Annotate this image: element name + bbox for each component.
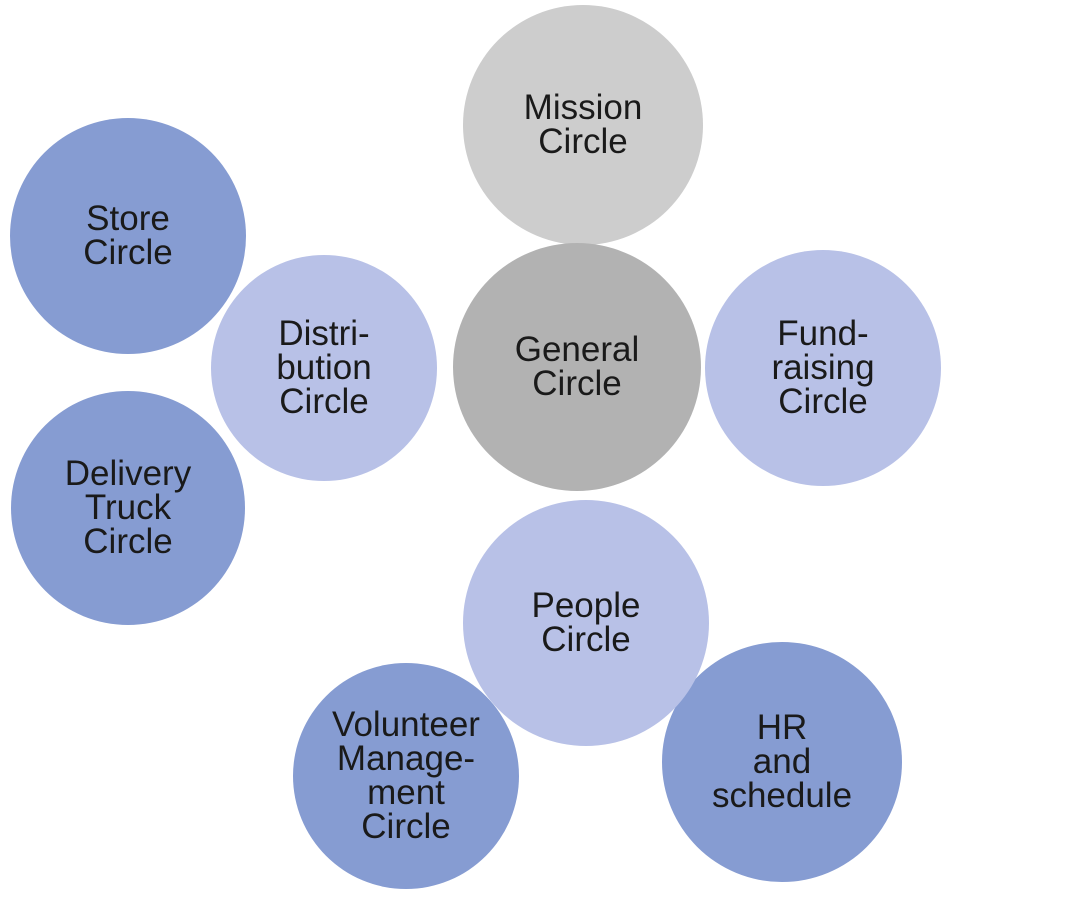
circle-volunteer-management-label: Volunteer Manage- ment Circle	[332, 705, 480, 846]
circle-distribution: Distri- bution Circle	[211, 255, 437, 481]
circle-store-label: Store Circle	[83, 199, 173, 272]
circle-general: General Circle	[453, 243, 701, 491]
circle-fundraising-label: Fund- raising Circle	[771, 314, 875, 421]
circle-general-label: General Circle	[514, 330, 640, 403]
circle-people: People Circle	[463, 500, 709, 746]
circle-delivery-truck: Delivery Truck Circle	[11, 391, 245, 625]
circle-fundraising: Fund- raising Circle	[705, 250, 941, 486]
circle-volunteer-management: Volunteer Manage- ment Circle	[293, 663, 519, 889]
circle-hr-and-schedule-label: HR and schedule	[711, 708, 853, 815]
circle-distribution-label: Distri- bution Circle	[276, 314, 372, 421]
circle-delivery-truck-label: Delivery Truck Circle	[64, 454, 192, 561]
circle-hr-and-schedule: HR and schedule	[662, 642, 902, 882]
circle-mission-label: Mission Circle	[523, 88, 643, 161]
circle-mission: Mission Circle	[463, 5, 703, 245]
circle-store: Store Circle	[10, 118, 246, 354]
circle-people-label: People Circle	[531, 586, 641, 659]
